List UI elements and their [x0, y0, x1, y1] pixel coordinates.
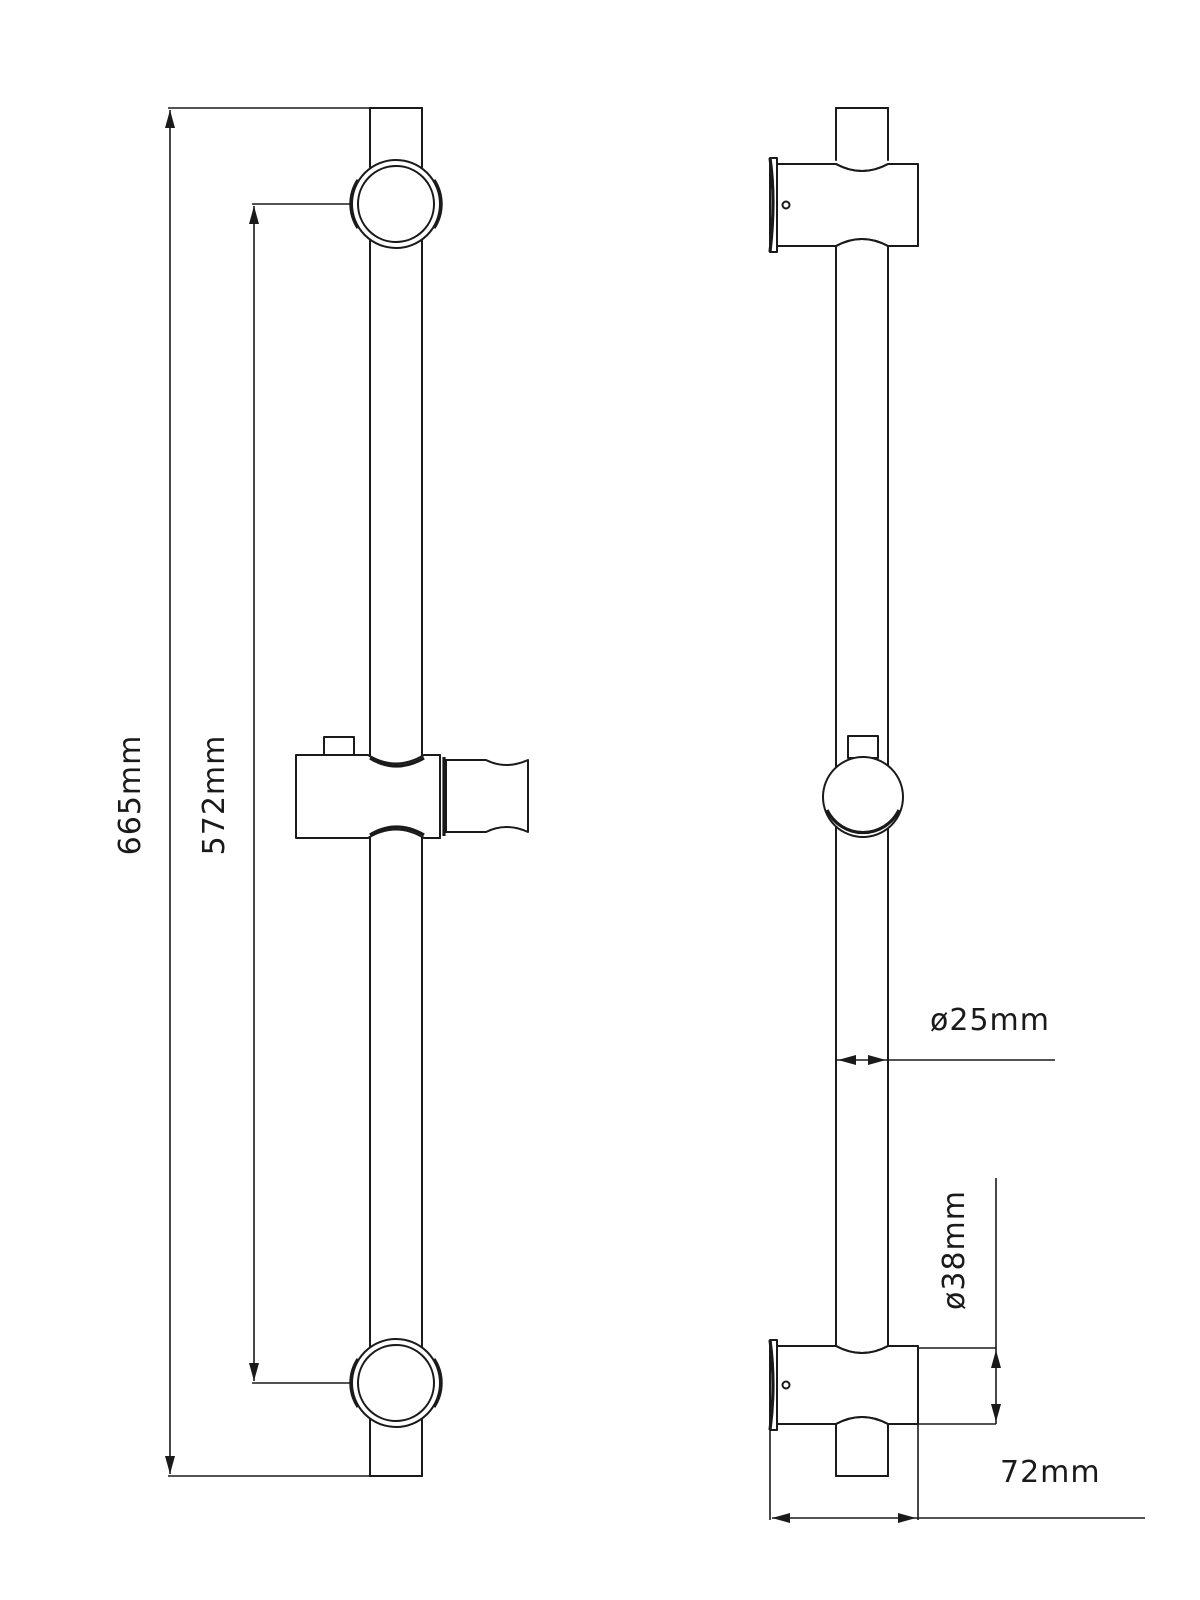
dim-projection-label: 72mm — [1000, 1455, 1101, 1490]
front-view: 665mm 572mm — [113, 107, 529, 1477]
side-slider-holder — [822, 735, 904, 838]
dim-bracket-centers: 572mm — [197, 203, 352, 1384]
front-bottom-bracket — [349, 1338, 443, 1428]
dim-projection: 72mm — [769, 1424, 1145, 1523]
side-bottom-bracket — [768, 1339, 919, 1431]
dim-bracket-diameter: ø38mm — [918, 1178, 1001, 1425]
dim-bracket-centers-label: 572mm — [197, 735, 232, 856]
dim-rail-diameter-label: ø25mm — [930, 1003, 1050, 1038]
side-top-bracket — [768, 157, 919, 253]
side-view: ø25mm ø38mm 72mm — [768, 107, 1145, 1523]
dim-overall-length: 665mm — [113, 107, 370, 1477]
front-top-bracket — [349, 159, 443, 249]
dim-rail-diameter: ø25mm — [835, 1003, 1055, 1096]
dim-overall-length-label: 665mm — [113, 735, 148, 856]
front-slider-holder — [295, 736, 529, 839]
dim-bracket-diameter-label: ø38mm — [937, 1190, 972, 1310]
